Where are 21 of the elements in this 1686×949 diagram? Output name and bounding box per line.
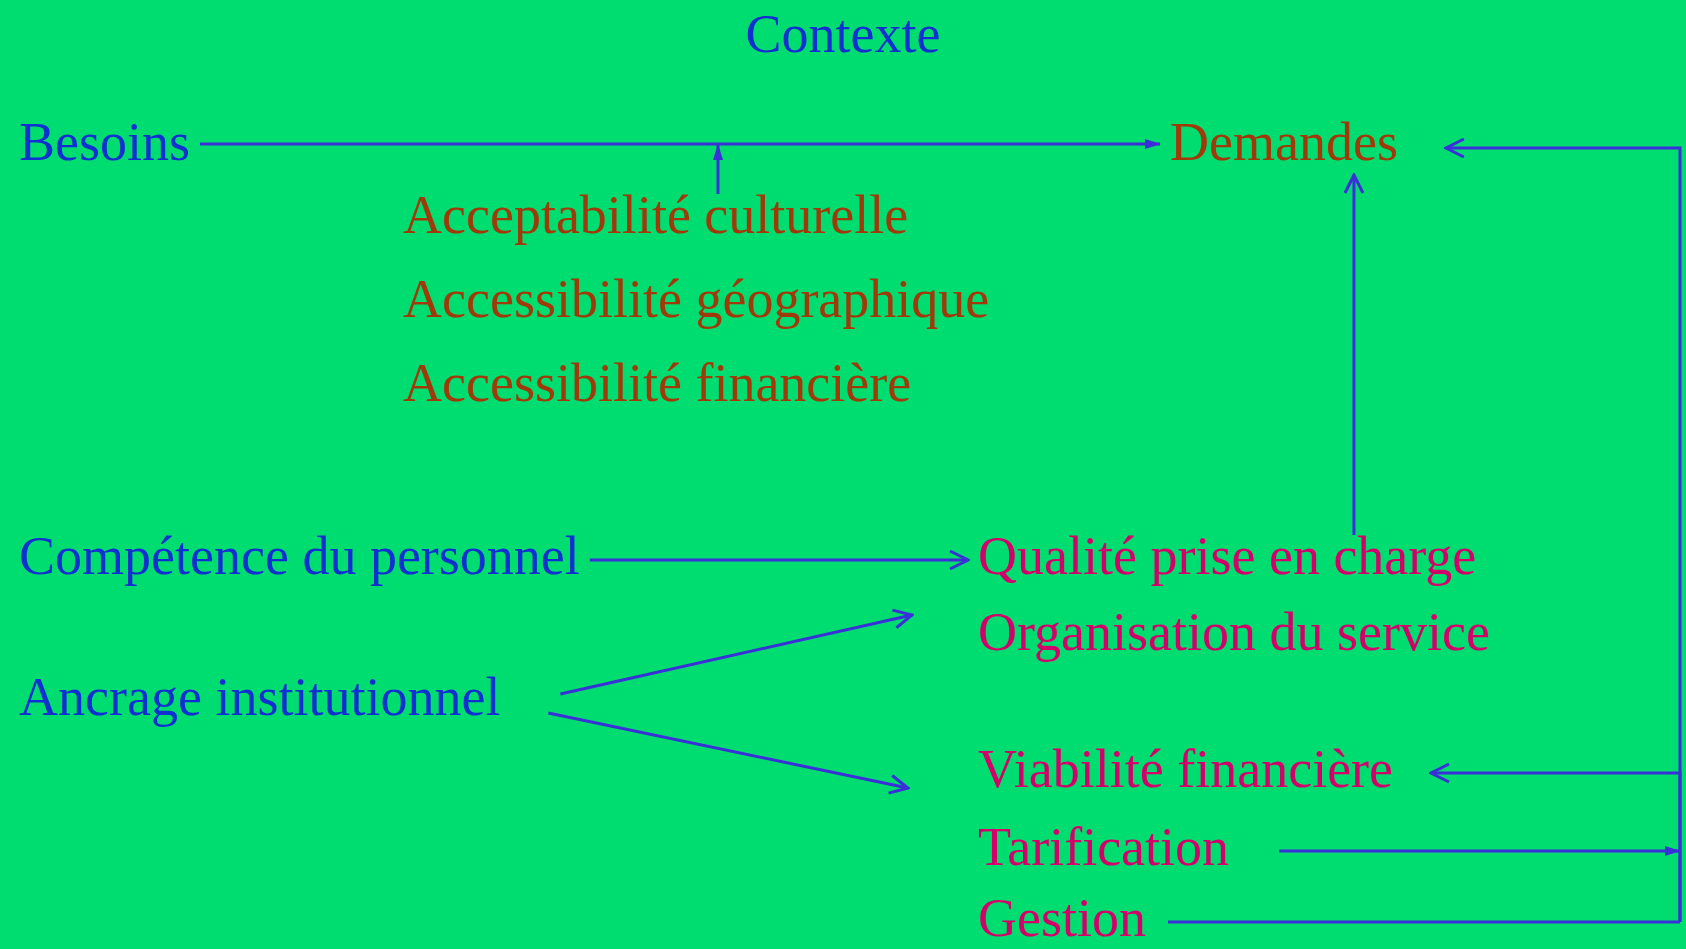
node-label: Gestion [978,889,1146,947]
node-label: Ancrage institutionnel [19,668,501,726]
arrow [589,549,970,571]
diagram-title: Contexte [744,5,942,63]
node-label: Qualité prise en charge [978,527,1477,585]
arrow [548,711,910,795]
node-label: Tarification [978,818,1230,876]
node-label: Accessibilité géographique [403,270,990,328]
arrow [1279,846,1681,856]
node-label: Besoins [19,113,191,171]
node-label: Organisation du service [978,603,1490,661]
arrow [1429,762,1682,922]
node-label: Acceptabilité culturelle [403,186,909,244]
arrow [1343,173,1365,535]
node-label: Viabilité financière [978,740,1394,798]
arrow [713,144,723,194]
arrow [200,139,1161,149]
node-label: Demandes [1170,113,1398,171]
node-label: Compétence du personnel [19,527,580,585]
arrow [560,608,914,696]
node-label: Accessibilité financière [403,354,912,412]
